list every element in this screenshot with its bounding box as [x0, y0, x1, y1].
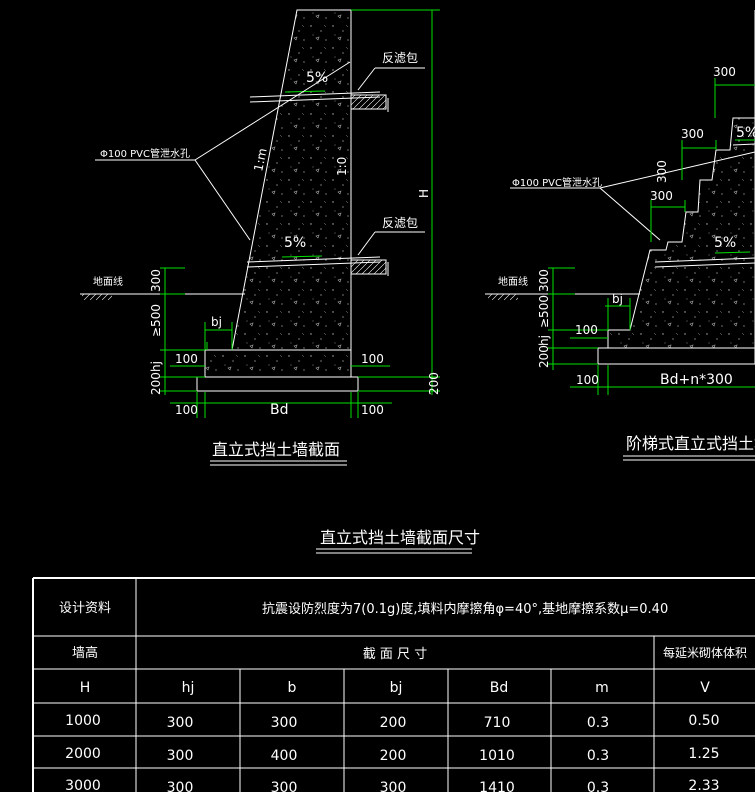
dim-300: 300	[149, 269, 163, 292]
stepped-dim-200: 200	[537, 345, 551, 368]
height-dim-label: H	[417, 189, 431, 198]
step-dim-4: 300	[650, 189, 673, 203]
cell: 200	[380, 748, 407, 764]
dim-100-a: 100	[175, 352, 198, 366]
cell: 2.33	[688, 778, 719, 792]
cell: 300	[271, 715, 298, 731]
table-row: 3000 300 300 300 1410 0.3 2.33	[65, 778, 719, 792]
stepped-ground-line-label: 地面线	[498, 275, 528, 288]
cell: 0.3	[587, 715, 609, 731]
cell: 300	[271, 780, 298, 792]
col-header-bj: bj	[390, 680, 403, 696]
cell: 0.3	[587, 748, 609, 764]
cell: 1010	[479, 748, 515, 764]
dim-100-b: 100	[361, 352, 384, 366]
dim-500: ≥500	[149, 304, 163, 337]
stepped-dim-100-b: 100	[576, 373, 599, 387]
table-row: 2000 300 400 200 1010 0.3 1.25	[65, 746, 719, 764]
col-header-hj: hj	[182, 680, 195, 696]
table-header-row: H hj b bj Bd m V	[80, 680, 710, 696]
stepped-foundation-cushion	[597, 347, 755, 365]
cell: 200	[380, 715, 407, 731]
cell: 1.25	[688, 746, 719, 762]
wall-footing	[204, 349, 352, 378]
cell: 300	[380, 780, 407, 792]
col-header-b: b	[288, 680, 297, 696]
cell: 1410	[479, 780, 515, 792]
cell: 710	[484, 715, 511, 731]
filter-bag-label-1: 反滤包	[382, 51, 418, 65]
foundation-cushion	[196, 376, 359, 392]
stepped-dim-bj: bj	[612, 292, 623, 306]
dimension-table: 直立式挡土墙截面尺寸 设计资料 抗震设防烈度为7(0.1g)度,填料内摩擦角φ=…	[32, 528, 755, 792]
stepped-wall-body	[607, 10, 755, 349]
step-dim-2: 300	[681, 127, 704, 141]
table-title: 直立式挡土墙截面尺寸	[320, 528, 480, 547]
cell: 2000	[65, 746, 101, 762]
filter-bag-label-2: 反滤包	[382, 216, 418, 230]
step-dim-3: 300	[655, 160, 669, 183]
cell: 300	[167, 715, 194, 731]
stepped-dim-500: ≥500	[537, 295, 551, 328]
design-data-text: 抗震设防烈度为7(0.1g)度,填料内摩擦角φ=40°,基地摩擦系数μ=0.40	[262, 601, 668, 617]
dim-bd: Bd	[270, 402, 289, 418]
volume-label: 每延米砌体体积	[663, 645, 747, 660]
stepped-dim-hj: hj	[537, 335, 551, 346]
stepped-drain-pipe-label: Φ100 PVC管泄水孔	[512, 176, 602, 189]
wall-body	[231, 9, 352, 351]
ratio-label: 1:0	[335, 157, 349, 176]
cell: 300	[167, 780, 194, 792]
wall-height-label: 墙高	[72, 645, 98, 661]
vertical-wall-section: 直立式挡土墙截面 反滤包 反滤包 Φ100 PVC管泄水孔 地面线 5% 5% …	[80, 9, 441, 466]
batter-label: 1:m	[251, 147, 270, 173]
stepped-dim-bd: Bd+n*300	[660, 372, 733, 388]
dim-100-d: 100	[361, 403, 384, 417]
ground-line-label: 地面线	[93, 275, 123, 288]
dim-200-a: 200	[149, 372, 163, 395]
design-data-label: 设计资料	[59, 601, 111, 616]
stepped-dim-300: 300	[537, 269, 551, 292]
dim-hj: hj	[149, 361, 163, 372]
cell: 300	[167, 748, 194, 764]
dim-bj: bj	[211, 315, 222, 329]
cell: 1000	[65, 713, 101, 729]
drain-pipe-label: Φ100 PVC管泄水孔	[100, 147, 190, 160]
col-header-bd: Bd	[490, 680, 509, 696]
stepped-dim-100-a: 100	[575, 323, 598, 337]
right-section-title: 阶梯式直立式挡土墙截	[626, 434, 755, 453]
dim-100-c: 100	[175, 403, 198, 417]
slope-label-1: 5%	[306, 70, 328, 86]
cell: 400	[271, 748, 298, 764]
stepped-slope-2: 5%	[714, 235, 736, 251]
col-header-m: m	[595, 680, 609, 696]
cell: 0.3	[587, 780, 609, 792]
col-header-h: H	[80, 680, 91, 696]
col-header-v: V	[700, 680, 710, 696]
cell: 3000	[65, 778, 101, 792]
stepped-wall-section: 阶梯式直立式挡土墙截 Φ100 PVC管泄水孔 地面线 300 300 300 …	[485, 10, 755, 461]
dim-200-b: 200	[427, 372, 441, 395]
left-section-title: 直立式挡土墙截面	[212, 440, 340, 459]
table-row: 1000 300 300 200 710 0.3 0.50	[65, 713, 719, 731]
stepped-slope-1: 5%	[736, 125, 755, 141]
cell: 0.50	[688, 713, 719, 729]
section-size-label: 截 面 尺 寸	[363, 647, 427, 662]
step-dim-1: 300	[713, 65, 736, 79]
slope-label-2: 5%	[284, 235, 306, 251]
